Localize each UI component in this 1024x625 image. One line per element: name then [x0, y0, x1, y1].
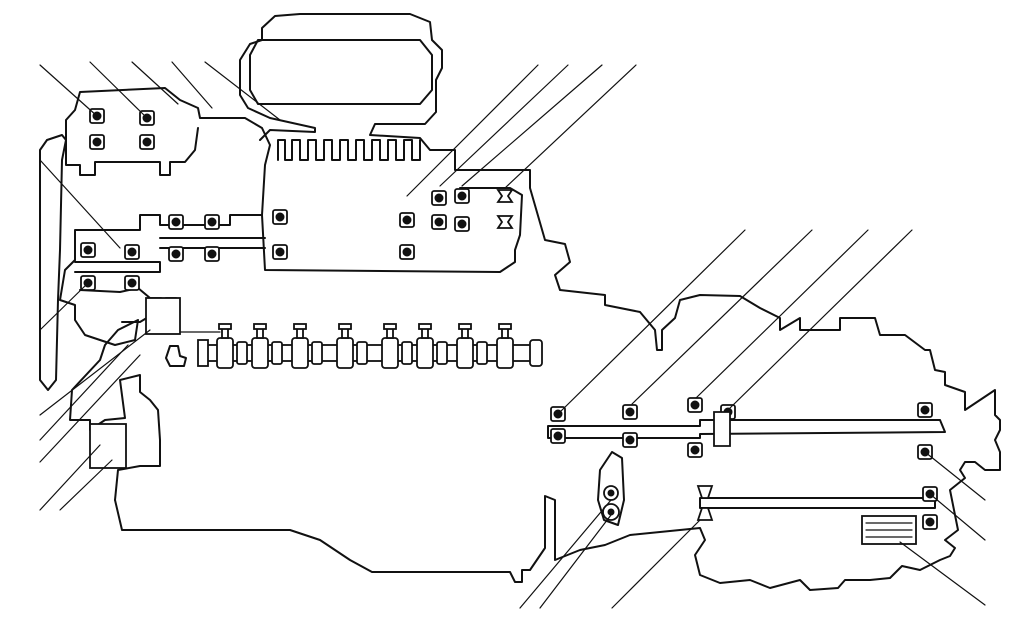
shift-arm [597, 451, 625, 526]
leader-line [899, 541, 986, 606]
square-bearing-icon [622, 432, 638, 448]
square-bearing-icon [139, 134, 155, 150]
square-bearing-icon [399, 244, 415, 260]
countershaft-hub [696, 485, 714, 499]
leader-line [406, 64, 539, 197]
crankshaft-assembly [179, 323, 543, 369]
counter-shaft [699, 497, 936, 509]
square-bearing-icon [922, 514, 938, 530]
crankshaft-counterweight [456, 323, 488, 369]
leader-line [89, 61, 148, 119]
square-bearing-icon [204, 214, 220, 230]
crankshaft-counterweight [336, 323, 368, 369]
leader-line [131, 61, 179, 105]
crankshaft-counterweight [251, 323, 283, 369]
needle-bearing-icon [496, 189, 514, 203]
square-bearing-icon [550, 428, 566, 444]
block-right-edge [261, 187, 523, 273]
leader-line [519, 499, 612, 609]
leader-line [504, 64, 637, 189]
crankshaft-upper [74, 261, 161, 273]
leader-line [729, 229, 913, 409]
square-bearing-icon [687, 442, 703, 458]
top-cover-inner [249, 39, 433, 105]
crankshaft-tail [529, 339, 543, 367]
crankshaft-nose [197, 339, 209, 367]
crankshaft-counterweight [496, 323, 514, 369]
main-output-shaft [547, 419, 946, 439]
gear-stacks [89, 297, 917, 545]
shift-arm-pivot-center [607, 508, 615, 516]
leader-line [39, 329, 151, 416]
leader-line [39, 444, 101, 511]
leader-line [631, 229, 813, 405]
square-bearing-icon [124, 244, 140, 260]
square-bearing-icon [454, 216, 470, 232]
square-bearing-icon [272, 244, 288, 260]
leader-line [59, 459, 113, 511]
engine-block-outline [39, 13, 1001, 591]
leader-line [39, 159, 121, 249]
leader-line [924, 451, 986, 501]
oil-pump-gear-housing [145, 297, 181, 335]
cooling-fins [277, 139, 421, 161]
leader-line [611, 519, 701, 609]
leader-line [929, 493, 986, 541]
bearing-markers [80, 108, 938, 530]
square-bearing-icon [399, 212, 415, 228]
crankshaft-counterweight [216, 323, 248, 369]
square-bearing-icon [80, 242, 96, 258]
engine-upper-outline [65, 87, 271, 261]
leader-line [39, 354, 141, 463]
crankshaft-counterweight [381, 323, 413, 369]
square-bearing-icon [622, 404, 638, 420]
flywheel-disc [39, 134, 67, 391]
engine-gear-housing [65, 127, 199, 176]
leader-line [539, 514, 612, 609]
square-bearing-icon [89, 134, 105, 150]
crankshaft-counterweight [416, 323, 448, 369]
leader-line [39, 282, 89, 331]
top-cover-outline [114, 13, 1001, 591]
square-bearing-icon [431, 190, 447, 206]
crankshaft-counterweight [291, 323, 323, 369]
shift-arm-pivot-center [607, 489, 615, 497]
generator-gear-housing [89, 423, 127, 469]
oil-pump-drive [165, 345, 187, 367]
square-bearing-icon [272, 209, 288, 225]
square-bearing-icon [687, 397, 703, 413]
leader-line [695, 229, 869, 399]
square-bearing-icon [431, 214, 447, 230]
leader-line [39, 64, 98, 117]
needle-bearing-icon [496, 215, 514, 229]
leader-line [461, 64, 603, 187]
shafts [74, 237, 946, 509]
top-cover-neck [239, 39, 316, 141]
square-bearing-icon [124, 275, 140, 291]
countershaft-hub [696, 507, 714, 521]
square-bearing-icon [168, 214, 184, 230]
leader-line [171, 61, 213, 109]
square-bearing-icon [204, 246, 220, 262]
pulley-boss [79, 287, 151, 323]
square-bearing-icon [454, 188, 470, 204]
leader-line [39, 344, 129, 441]
square-bearing-icon [917, 402, 933, 418]
leader-line [557, 229, 746, 415]
leader-line [439, 64, 569, 187]
main-shaft-clutch-hub [713, 411, 731, 447]
square-bearing-icon [168, 246, 184, 262]
leader-line [204, 61, 281, 121]
leader-lines [39, 61, 986, 609]
